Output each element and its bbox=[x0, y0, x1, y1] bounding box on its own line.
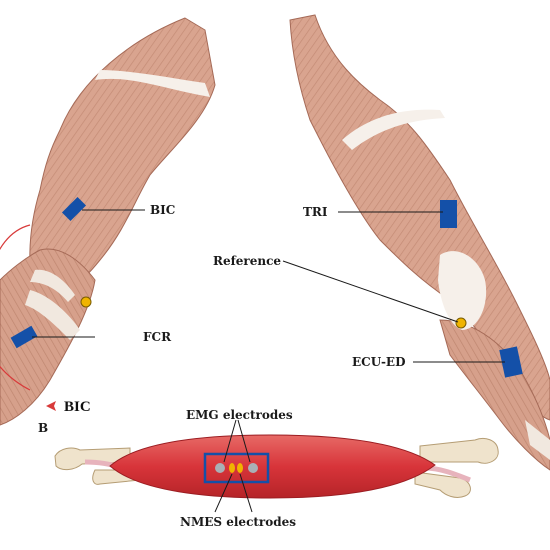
nmes-pointer-right bbox=[239, 473, 253, 513]
right-reference-electrode bbox=[455, 317, 467, 329]
red-muscle-belly bbox=[109, 434, 436, 499]
tri-electrode bbox=[440, 200, 457, 228]
right-bone bbox=[419, 437, 499, 464]
right-forearm-tendons bbox=[525, 420, 550, 460]
nmes-electrodes-label: NMES electrodes bbox=[180, 515, 296, 529]
emg-electrode-left bbox=[215, 463, 225, 473]
left-red-outline bbox=[0, 224, 31, 391]
left-elbow-tendon-2 bbox=[30, 269, 75, 302]
ecu-ed-label: ECU-ED bbox=[352, 355, 405, 369]
nmes-pointer-left bbox=[214, 473, 233, 513]
left-arm: BIC FCR BIC B bbox=[0, 17, 216, 435]
left-elbow-tendon bbox=[25, 290, 80, 340]
right-shoulder-tendon bbox=[342, 109, 445, 150]
reference-label: Reference bbox=[213, 254, 281, 268]
isolated-muscle-panel: EMG electrodes NMES electrodes bbox=[54, 408, 499, 529]
emg-electrode-right bbox=[248, 463, 258, 473]
electrode-array-box bbox=[203, 452, 270, 484]
right-elbow-tendon bbox=[438, 251, 487, 330]
right-arm: TRI Reference ECU-ED bbox=[213, 14, 550, 471]
bic-legend-label: BIC bbox=[64, 399, 91, 415]
emg-pointer-left bbox=[223, 419, 237, 463]
ecu-ed-electrode bbox=[499, 346, 523, 378]
left-reference-electrode bbox=[80, 296, 92, 308]
emg-pointer-right bbox=[237, 419, 251, 463]
right-forearm-muscle bbox=[439, 319, 550, 471]
nmes-electrode-2 bbox=[237, 463, 243, 473]
panel-label: B bbox=[38, 421, 48, 435]
fcr-electrode bbox=[10, 325, 38, 349]
bic-label: BIC bbox=[150, 203, 175, 217]
tri-label: TRI bbox=[303, 205, 328, 219]
left-shoulder-tendon bbox=[95, 70, 210, 97]
nmes-electrode-1 bbox=[229, 463, 235, 473]
red-arrow-icon bbox=[46, 401, 56, 411]
bic-electrode bbox=[61, 196, 87, 222]
left-shoulder-muscle bbox=[29, 17, 216, 301]
emg-electrodes-label: EMG electrodes bbox=[186, 408, 293, 422]
reference-leader bbox=[282, 260, 459, 323]
fcr-label: FCR bbox=[143, 330, 172, 344]
